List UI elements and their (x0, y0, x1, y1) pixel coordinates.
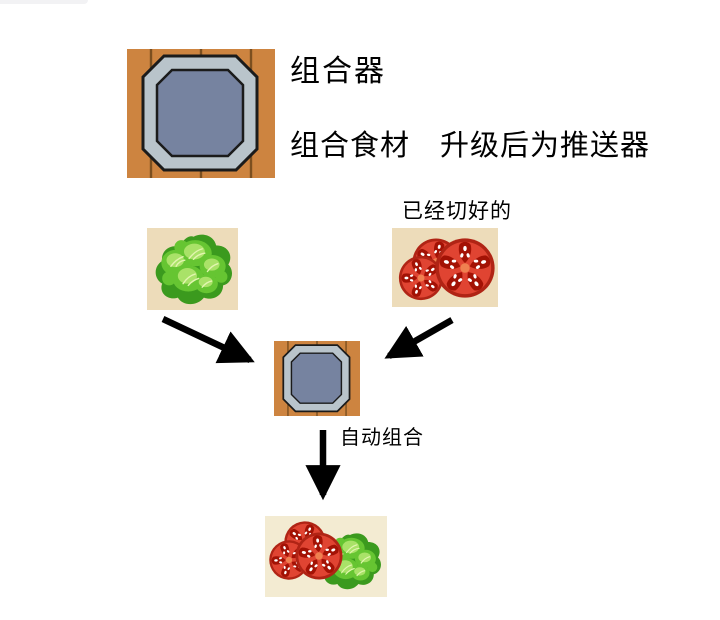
tomato-slices-tile (392, 228, 498, 307)
lettuce-icon (154, 233, 233, 305)
combiner-octagon-icon (274, 341, 360, 416)
tomato-and-lettuce-icon (265, 516, 382, 590)
auto-combine-label: 自动组合 (340, 427, 424, 449)
combiner-description: 组合食材 升级后为推送器 (290, 130, 651, 162)
lettuce-tile (147, 228, 238, 310)
combiner-tile-small (274, 341, 360, 416)
combiner-tile-large (127, 49, 275, 178)
combiner-title: 组合器 (290, 55, 386, 88)
combiner-octagon-icon (127, 49, 275, 178)
tomato-slices-icon (392, 228, 498, 307)
arrow-tomato-to-combiner (384, 317, 454, 359)
tomato-note-label: 已经切好的 (402, 200, 512, 223)
top-left-artifact (0, 0, 88, 4)
arrow-lettuce-to-combiner (161, 316, 255, 364)
combined-result-tile (265, 516, 387, 597)
